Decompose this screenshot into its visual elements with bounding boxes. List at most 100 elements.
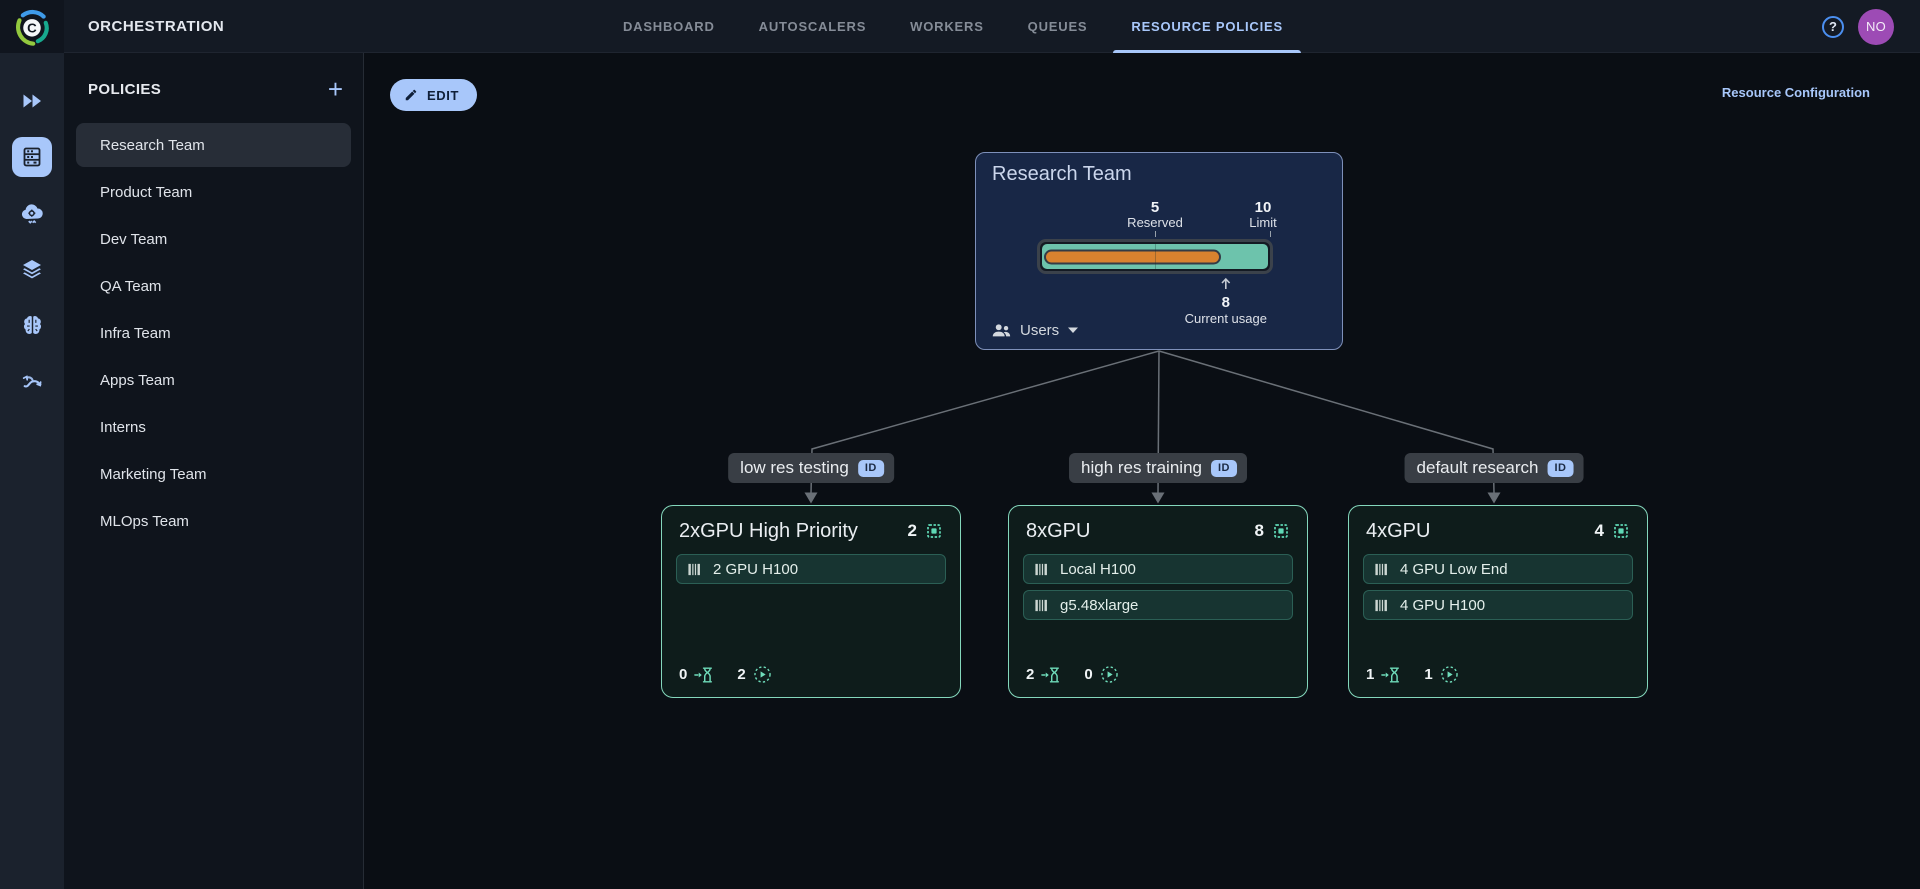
running-play-icon: [753, 666, 771, 683]
id-badge[interactable]: ID: [1547, 459, 1574, 477]
gpu-chip-icon: [927, 524, 941, 538]
running-stat: 0: [1084, 664, 1119, 685]
resource-chip[interactable]: g5.48xlarge: [1023, 590, 1293, 620]
node-title: 2xGPU High Priority: [679, 519, 858, 542]
policy-item-dev-team[interactable]: Dev Team: [100, 230, 168, 248]
node-card-8xgpu[interactable]: 8xGPU 8 Local H100: [1008, 505, 1308, 698]
policies-title: POLICIES: [88, 80, 162, 98]
users-label: Users: [1020, 321, 1060, 339]
running-count: 0: [1084, 666, 1093, 683]
policy-item-marketing-team[interactable]: Marketing Team: [100, 465, 207, 483]
policy-item-research-team[interactable]: Research Team: [76, 123, 351, 167]
tab-dashboard[interactable]: DASHBOARD: [622, 19, 715, 34]
pencil-icon: [405, 89, 417, 101]
running-play-icon: [1100, 666, 1118, 683]
running-play-icon: [1440, 666, 1458, 683]
gpu-chip-icon: [1614, 524, 1628, 538]
tab-autoscalers[interactable]: AUTOSCALERS: [758, 19, 867, 34]
running-count: 1: [1424, 666, 1433, 683]
policy-item-apps-team[interactable]: Apps Team: [100, 371, 175, 389]
reserved-tick: [1155, 231, 1156, 237]
user-avatar[interactable]: NO: [1858, 8, 1894, 45]
tab-resource-policies[interactable]: RESOURCE POLICIES: [1109, 0, 1305, 53]
gpu-chip-icon: [1274, 524, 1288, 538]
node-card-4xgpu[interactable]: 4xGPU 4 4 GPU Low End: [1348, 505, 1648, 698]
help-icon[interactable]: ?: [1822, 15, 1844, 38]
rail-item-resource-policies[interactable]: [12, 137, 52, 177]
barcode-icon: [1035, 599, 1047, 611]
tab-queues[interactable]: QUEUES: [1027, 19, 1088, 34]
gpu-count-value: 8: [1254, 521, 1264, 540]
resource-chip[interactable]: 2 GPU H100: [676, 554, 946, 584]
id-badge[interactable]: ID: [1210, 459, 1237, 477]
node-stats: 1 1: [1366, 664, 1460, 685]
node-card-header: 8xGPU 8: [1009, 506, 1307, 543]
queued-hourglass-icon: [694, 666, 713, 683]
edge-label-text: default research: [1416, 458, 1539, 477]
queued-count: 0: [679, 666, 688, 683]
usage-track: [1042, 244, 1268, 269]
policy-item-infra-team[interactable]: Infra Team: [100, 324, 171, 342]
gpu-count-value: 4: [1594, 521, 1604, 540]
add-policy-button[interactable]: +: [327, 74, 343, 104]
resource-chip-label: 4 GPU Low End: [1400, 560, 1508, 578]
edge-label-text: high res training: [1081, 458, 1202, 477]
users-dropdown[interactable]: Users: [990, 321, 1079, 339]
policy-item-product-team[interactable]: Product Team: [100, 183, 193, 201]
resource-chip[interactable]: 4 GPU Low End: [1363, 554, 1633, 584]
edge-label-low-res-testing[interactable]: low res testing ID: [728, 453, 894, 483]
policy-tree-canvas: EDIT Resource Configuration Research Tea…: [364, 53, 1920, 889]
resource-chip[interactable]: 4 GPU H100: [1363, 590, 1633, 620]
app-logo[interactable]: C: [0, 0, 64, 53]
rail-item-brain[interactable]: [12, 305, 52, 345]
rail-item-layers[interactable]: [12, 249, 52, 289]
header-actions: ? NO: [1822, 0, 1894, 53]
edit-button-label: EDIT: [427, 87, 460, 103]
queued-count: 2: [1026, 666, 1035, 683]
policies-panel: POLICIES + Research Team Product Team De…: [64, 53, 364, 889]
rail-item-cloud[interactable]: [12, 193, 52, 233]
current-usage-label: Current usage: [1184, 311, 1267, 326]
brand-title: ORCHESTRATION: [88, 18, 225, 35]
server-rack-icon: [23, 147, 41, 167]
policy-item-mlops-team[interactable]: MLOps Team: [100, 512, 189, 530]
resource-chip[interactable]: Local H100: [1023, 554, 1293, 584]
resource-configuration-link[interactable]: Resource Configuration: [1721, 85, 1870, 100]
running-stat: 1: [1424, 664, 1459, 685]
rail-item-pipeline[interactable]: [12, 361, 52, 401]
top-header: C ORCHESTRATION DASHBOARD AUTOSCALERS WO…: [0, 0, 1920, 53]
policy-item-interns[interactable]: Interns: [100, 418, 146, 436]
running-count: 2: [737, 666, 746, 683]
node-card-header: 2xGPU High Priority 2: [662, 506, 960, 543]
queued-hourglass-icon: [1041, 666, 1060, 683]
limit-label-stack: 10 Limit: [1249, 200, 1276, 230]
users-icon: [992, 324, 1011, 337]
queued-stat: 0: [679, 665, 715, 685]
policy-item-qa-team[interactable]: QA Team: [100, 277, 162, 295]
edge-label-high-res-training[interactable]: high res training ID: [1069, 453, 1247, 483]
current-usage-value: 8: [1221, 294, 1230, 311]
resource-chip-list: 2 GPU H100: [662, 543, 960, 584]
current-usage-marker: 8 Current usage: [1185, 276, 1267, 326]
gpu-count-value: 2: [907, 521, 917, 540]
limit-value: 10: [1254, 199, 1272, 216]
usage-fill-bar: [1044, 249, 1221, 264]
gpu-count: 2: [908, 519, 946, 543]
id-badge[interactable]: ID: [857, 459, 884, 477]
edge-label-default-research[interactable]: default research ID: [1404, 453, 1584, 483]
barcode-icon: [1375, 563, 1387, 575]
node-card-2xgpu-high-priority[interactable]: 2xGPU High Priority 2 2 GPU H100: [661, 505, 961, 698]
edit-button[interactable]: EDIT: [390, 79, 478, 111]
resource-chip-label: Local H100: [1060, 560, 1136, 578]
usage-bar: [1037, 239, 1273, 274]
node-card-header: 4xGPU 4: [1349, 506, 1647, 543]
node-stats: 2 0: [1026, 664, 1120, 685]
tab-workers[interactable]: WORKERS: [910, 19, 984, 34]
queued-hourglass-icon: [1381, 666, 1400, 683]
root-policy-node[interactable]: Research Team 5 Reserved 10 Limit: [975, 152, 1343, 350]
chevron-down-icon: [1068, 327, 1079, 333]
policies-list: Research Team Product Team Dev Team QA T…: [64, 123, 363, 543]
rail-item-fast-forward[interactable]: [12, 81, 52, 121]
svg-text:C: C: [27, 20, 37, 35]
